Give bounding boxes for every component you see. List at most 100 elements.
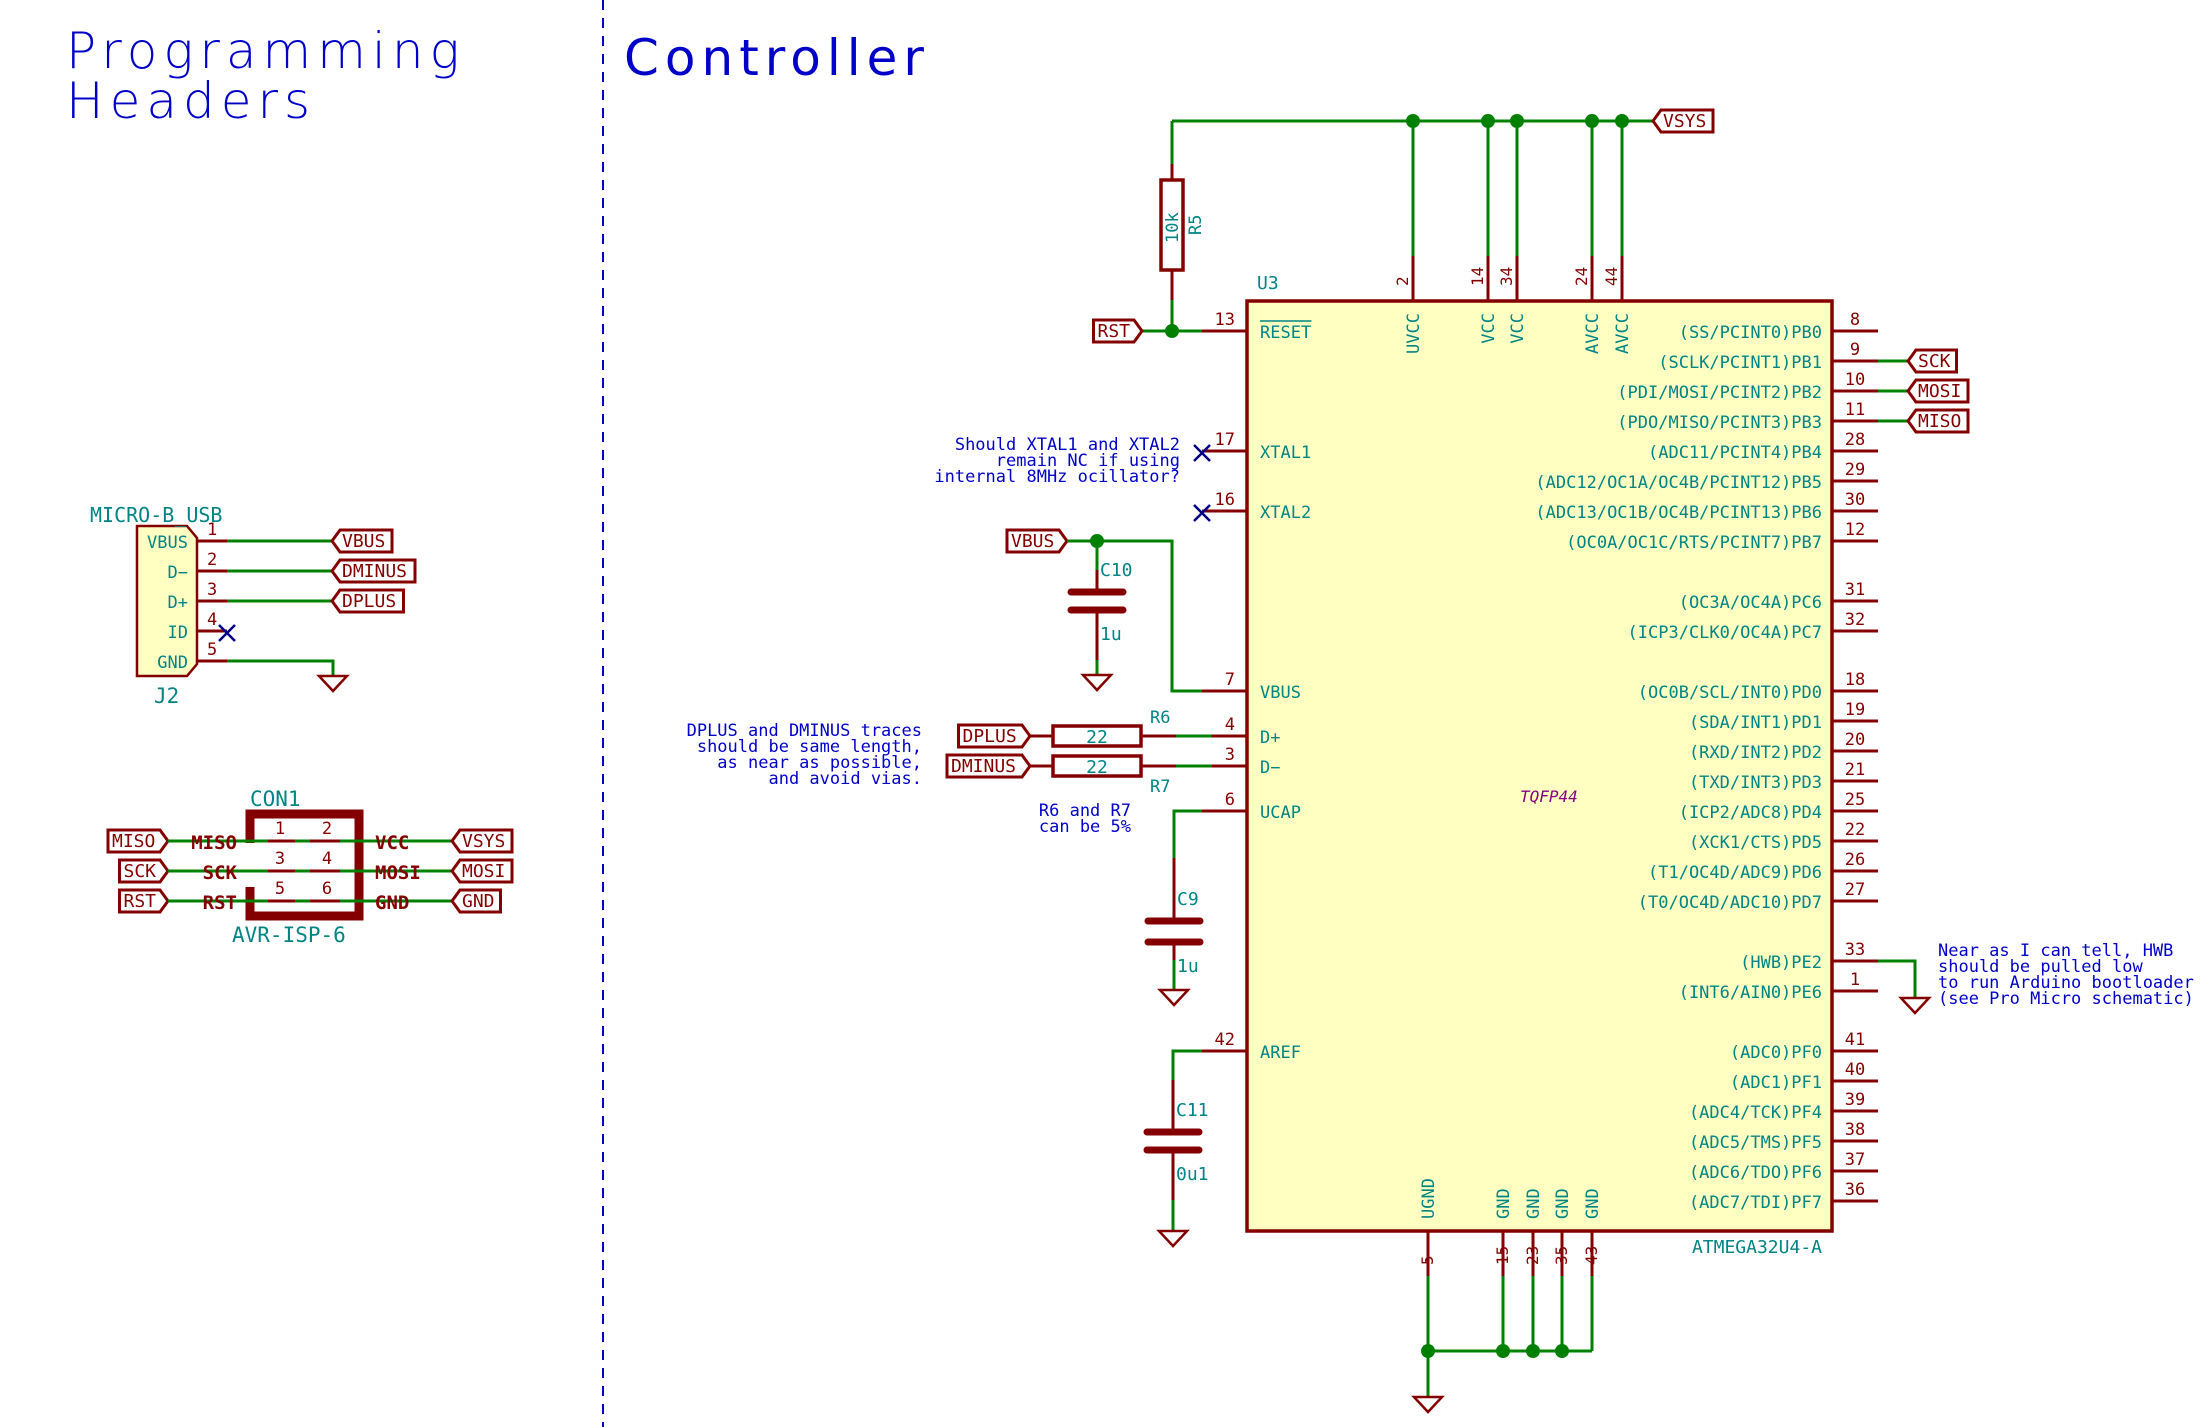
c11-ref: C11	[1176, 1100, 1209, 1121]
mcu-pin-name: (ICP3/CLK0/OC4A)PC7	[1628, 623, 1822, 643]
usb-pin-number: 3	[207, 580, 217, 600]
isp-net-label-miso-flag[interactable]	[106, 828, 170, 854]
isp-pin-name: SCK	[203, 862, 238, 884]
r6-value: 22	[1086, 727, 1108, 748]
wire	[1172, 809, 1202, 858]
mcu-pin-name: (ADC6/TDO)PF6	[1689, 1163, 1822, 1183]
dplus-net-label-flag[interactable]	[957, 723, 1032, 749]
mcu-net-label-mosi: MOSI	[1918, 381, 1961, 402]
rst-net-label-flag[interactable]	[1092, 318, 1144, 344]
mcu-pin-number: 29	[1845, 460, 1865, 480]
mcu-pin-number: 30	[1845, 490, 1865, 510]
vsys-net-label: VSYS	[1663, 111, 1706, 132]
mcu-pin-name: GND	[1553, 1188, 1573, 1219]
mcu-pin-name: (T1/OC4D/ADC9)PD6	[1648, 863, 1822, 883]
mcu-pin-name: AVCC	[1613, 313, 1633, 354]
isp-net-label-sck-flag[interactable]	[118, 858, 170, 884]
c10-ref: C10	[1100, 560, 1133, 581]
isp-pin-number: 4	[322, 849, 332, 869]
mcu-pin-name: (SS/PCINT0)PB0	[1679, 323, 1822, 343]
isp-pin-name: MOSI	[375, 862, 421, 884]
mcu-pin-number: 18	[1845, 670, 1865, 690]
ground-icon	[1898, 996, 1932, 1015]
mcu-net-label-mosi-flag[interactable]	[1906, 378, 1970, 404]
usb-pin-name: D+	[168, 593, 188, 613]
mcu-pin-name: (T0/OC4D/ADC10)PD7	[1638, 893, 1822, 913]
mcu-net-label-sck-flag[interactable]	[1906, 348, 1958, 374]
mcu-pin-number: 7	[1225, 670, 1235, 690]
vsys-net-label-flag[interactable]	[1651, 108, 1715, 134]
mcu-pin-number: 37	[1845, 1150, 1865, 1170]
mcu-pin-number: 40	[1845, 1060, 1865, 1080]
mcu-pin-number: 31	[1845, 580, 1865, 600]
mcu-pin-name: GND	[1524, 1188, 1544, 1219]
mcu-pin-number: 25	[1845, 790, 1865, 810]
c9-ref: C9	[1177, 889, 1199, 910]
mcu-pin-name: D+	[1260, 728, 1280, 748]
mcu-pin-name: VCC	[1479, 313, 1499, 344]
no-connect-icon	[1193, 504, 1211, 522]
mcu-pin-number: 36	[1845, 1180, 1865, 1200]
vbus-net-label: VBUS	[1011, 531, 1054, 552]
isp-pin-number: 3	[275, 849, 285, 869]
mcu-pin-number: 8	[1850, 310, 1860, 330]
mcu-pin-number: 6	[1225, 790, 1235, 810]
isp-net-label-rst-flag[interactable]	[118, 888, 170, 914]
mcu-pin-number: 13	[1215, 310, 1235, 330]
usb-connector-body	[135, 524, 199, 678]
usb-pin-number: 1	[207, 520, 217, 540]
usb-net-label-dminus: DMINUS	[342, 561, 407, 582]
vbus-net-label-flag[interactable]	[1005, 528, 1069, 554]
ground-icon	[1411, 1395, 1445, 1414]
wire	[1171, 1049, 1202, 1080]
mcu-pin-name: (RXD/INT2)PD2	[1689, 743, 1822, 763]
mcu-pin-name: VBUS	[1260, 683, 1301, 703]
usb-net-label-dplus-flag[interactable]	[330, 588, 405, 614]
mcu-pin-number: 1	[1850, 970, 1860, 990]
usb-pin-name: D−	[168, 563, 188, 583]
usb-pin-number: 5	[207, 640, 217, 660]
r5-value: 10k	[1163, 212, 1183, 243]
mcu-pin-number: 21	[1845, 760, 1865, 780]
mcu-pin-name: GND	[1494, 1188, 1514, 1219]
usb-traces-note: as near as possible,	[717, 753, 922, 773]
mcu-pin-name: (SCLK/PCINT1)PB1	[1658, 353, 1822, 373]
mcu-pin-name: (ADC0)PF0	[1730, 1043, 1822, 1063]
dminus-net-label-flag[interactable]	[945, 753, 1032, 779]
c10-value: 1u	[1100, 624, 1122, 645]
mcu-pin-number: 42	[1215, 1030, 1235, 1050]
hwb-note: Near as I can tell, HWB	[1938, 941, 2173, 961]
isp-net-label-vsys-flag[interactable]	[450, 828, 514, 854]
usb-pin-name: GND	[157, 653, 188, 673]
mcu-value: ATMEGA32U4-A	[1692, 1237, 1822, 1258]
mcu-pin-number: 19	[1845, 700, 1865, 720]
mcu-pin-number: 9	[1850, 340, 1860, 360]
usb-net-label-dminus-flag[interactable]	[330, 558, 417, 584]
mcu-pin-number: 24	[1572, 267, 1591, 286]
xtal-note: remain NC if using	[996, 451, 1180, 471]
mcu-pin-number: 38	[1845, 1120, 1865, 1140]
isp-pin-number: 5	[275, 879, 285, 899]
mcu-pin-number: 15	[1493, 1246, 1512, 1265]
title-line: Headers	[66, 72, 316, 130]
mcu-pin-number: 28	[1845, 430, 1865, 450]
mcu-pin-name: (ADC7/TDI)PF7	[1689, 1193, 1822, 1213]
isp-connector-body	[245, 809, 364, 921]
usb-net-label-vbus-flag[interactable]	[330, 528, 394, 554]
usb-net-label-dplus: DPLUS	[342, 591, 396, 612]
isp-net-label-rst: RST	[124, 891, 157, 912]
mcu-pin-name: (HWB)PE2	[1740, 953, 1822, 973]
isp-pin-name: GND	[375, 892, 409, 914]
title-line: Programming	[66, 22, 466, 80]
mcu-pin-number: 10	[1845, 370, 1865, 390]
mcu-net-label-miso-flag[interactable]	[1906, 408, 1970, 434]
wire	[227, 659, 335, 676]
mcu-pin-number: 32	[1845, 610, 1865, 630]
mcu-pin-number: 5	[1418, 1255, 1437, 1265]
programming-headers-title: Programming Headers	[66, 22, 466, 130]
mcu-pin-name: (ADC1)PF1	[1730, 1073, 1822, 1093]
isp-net-label-mosi-flag[interactable]	[450, 858, 514, 884]
mcu-pin-number: 12	[1845, 520, 1865, 540]
r7-value: 22	[1086, 757, 1108, 778]
isp-net-label-gnd-flag[interactable]	[450, 888, 502, 914]
